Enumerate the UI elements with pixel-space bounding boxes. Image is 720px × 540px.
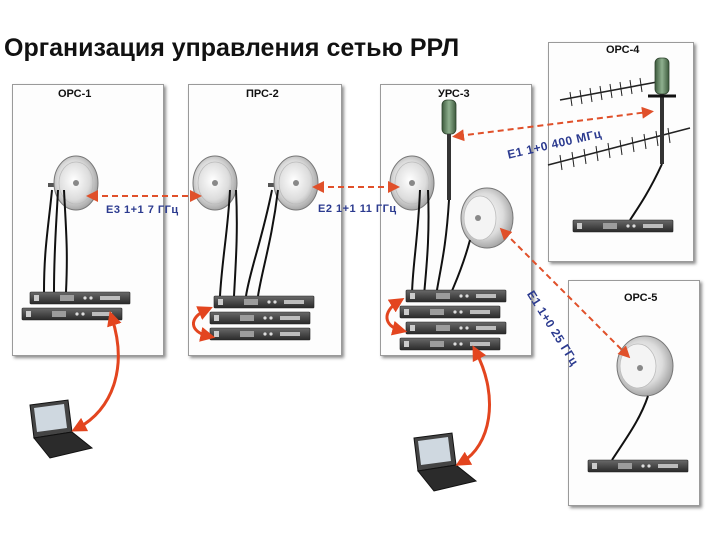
link-e1-25-arrow [499, 227, 631, 359]
control-arrow-ors1 [71, 310, 122, 432]
urs3-radio-unit-icon-1 [405, 289, 507, 303]
link-e1-400-arrow [452, 106, 654, 142]
ors1-radio-unit-icon-2 [21, 307, 123, 321]
urs3-radio-unit-icon-3 [405, 321, 507, 335]
site-label-ors5: ОРС-5 [624, 292, 658, 304]
urs3-dish-antenna-25ghz [460, 187, 514, 249]
ors4-radio-unit-icon [572, 219, 674, 233]
prs2-dish-antenna-left [192, 155, 238, 211]
site-label-ors4: ОРС-4 [606, 44, 640, 56]
site-label-urs3: УРС-3 [438, 88, 470, 100]
page-title: Организация управления сетью РРЛ [4, 34, 460, 62]
ors1-cables [43, 189, 68, 293]
prs2-cables [219, 189, 279, 297]
ors4-collinear-antenna-icon [648, 57, 676, 164]
site-label-ors1: ОРС-1 [58, 88, 92, 100]
ors1-dish-antenna-icon [48, 155, 99, 211]
link-label-e3: Е3 1+1 7 ГГц [106, 204, 179, 216]
link-label-e2: Е2 1+1 11 ГГц [318, 203, 397, 215]
control-arrow-urs3 [455, 345, 491, 466]
ors4-cables [629, 163, 663, 221]
urs3-radio-unit-icon-4 [399, 337, 501, 351]
prs2-local-link-arrow [192, 306, 216, 342]
laptop-icon-ors1[interactable] [29, 399, 94, 459]
prs2-radio-unit-icon-3 [209, 327, 311, 341]
urs3-radio-unit-icon-2 [399, 305, 501, 319]
ors5-cables [611, 395, 649, 461]
urs3-local-link-arrow [385, 298, 408, 336]
ors4-yagi-antenna-icon-bottom [547, 127, 691, 171]
laptop-icon-urs3[interactable] [413, 432, 478, 492]
prs2-radio-unit-icon-1 [213, 295, 315, 309]
site-label-prs2: ПРС-2 [246, 88, 279, 100]
urs3-collinear-antenna-icon [441, 99, 457, 200]
ors1-radio-unit-icon [29, 291, 131, 305]
prs2-radio-unit-icon-2 [209, 311, 311, 325]
urs3-dish-antenna-icon [389, 155, 435, 211]
prs2-dish-antenna-right [268, 155, 319, 211]
ors4-yagi-antenna-icon-top [559, 77, 669, 107]
ors5-radio-unit-icon [587, 459, 689, 473]
ors5-dish-antenna-icon [616, 335, 674, 397]
